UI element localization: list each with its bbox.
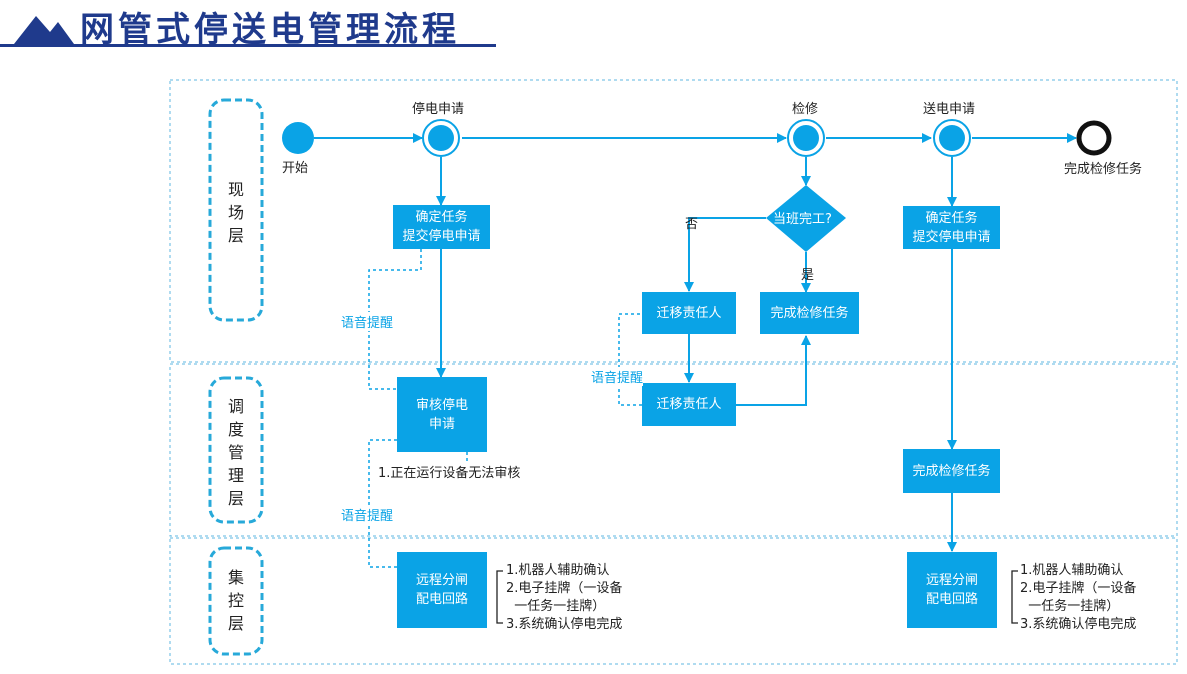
lane-label-field: 现 场 层 [227, 180, 244, 245]
control-notes-left: 1.机器人辅助确认 2.电子挂牌（一设备 一任务一挂牌） 3.系统确认停电完成 [506, 562, 622, 634]
lane-label-frames [208, 98, 264, 656]
maintenance-label: 检修 [792, 102, 819, 117]
mountain-logo-icon [14, 16, 74, 44]
send-request-label: 送电申请 [923, 102, 976, 117]
task-confirm-submit-stop: 确定任务 提交停电申请 [393, 205, 490, 249]
bracket-right [1011, 570, 1018, 624]
voice-reminder-3: 语音提醒 [341, 505, 394, 524]
end-label: 完成检修任务 [1064, 162, 1143, 177]
task-remote-left: 远程分闸 配电回路 [397, 552, 487, 628]
start-event [282, 122, 314, 154]
reminder-connector-3 [368, 439, 397, 568]
title-underline [0, 44, 496, 47]
voice-reminder-1: 语音提醒 [341, 312, 394, 331]
flow-transfer-to-complete [736, 335, 811, 406]
note-line: 一任务一挂牌） [1020, 599, 1120, 614]
send-request-event [933, 119, 971, 157]
page-title: 网管式停送电管理流程 [80, 10, 460, 50]
stop-request-label: 停电申请 [412, 102, 465, 117]
note-line: 2.电子挂牌（一设备 [1020, 581, 1137, 596]
note-line: 1.机器人辅助确认 [506, 563, 610, 578]
task-confirm-submit-send: 确定任务 提交停电申请 [903, 206, 1000, 249]
stop-request-event [422, 119, 460, 157]
task-transfer-field: 迁移责任人 [642, 292, 736, 334]
lane-label-dispatch: 调 度 管 理 层 [227, 397, 244, 508]
gateway-label: 当班完工? [773, 212, 832, 227]
swimlane-borders [169, 79, 1178, 665]
end-event [1076, 120, 1112, 156]
task-transfer-dispatch: 迁移责任人 [642, 383, 736, 426]
bracket-left [496, 570, 503, 624]
reminder-connector-1 [368, 249, 422, 390]
start-label: 开始 [282, 161, 309, 176]
task-remote-right: 远程分闸 配电回路 [907, 552, 997, 628]
note-line: 1.机器人辅助确认 [1020, 563, 1124, 578]
task-complete-dispatch: 完成检修任务 [903, 449, 1000, 493]
note-line: 3.系统确认停电完成 [1020, 617, 1137, 632]
gateway-no-label: 否 [685, 217, 699, 232]
maintenance-event [787, 119, 825, 157]
flow-gateway-no [684, 217, 766, 292]
note-line: 一任务一挂牌） [506, 599, 606, 614]
reminder-connector-2 [618, 313, 642, 406]
voice-reminder-2: 语音提醒 [591, 367, 644, 386]
gateway-diamond [766, 185, 846, 252]
task-complete-field: 完成检修任务 [760, 292, 859, 334]
lane-label-control: 集 控 层 [227, 568, 244, 633]
control-notes-right: 1.机器人辅助确认 2.电子挂牌（一设备 一任务一挂牌） 3.系统确认停电完成 [1020, 562, 1136, 634]
gateway-yes-label: 是 [801, 268, 815, 283]
task-review: 审核停电 申请 [397, 377, 487, 452]
review-note: 1.正在运行设备无法审核 [378, 466, 521, 481]
note-line: 2.电子挂牌（一设备 [506, 581, 623, 596]
note-line: 3.系统确认停电完成 [506, 617, 623, 632]
